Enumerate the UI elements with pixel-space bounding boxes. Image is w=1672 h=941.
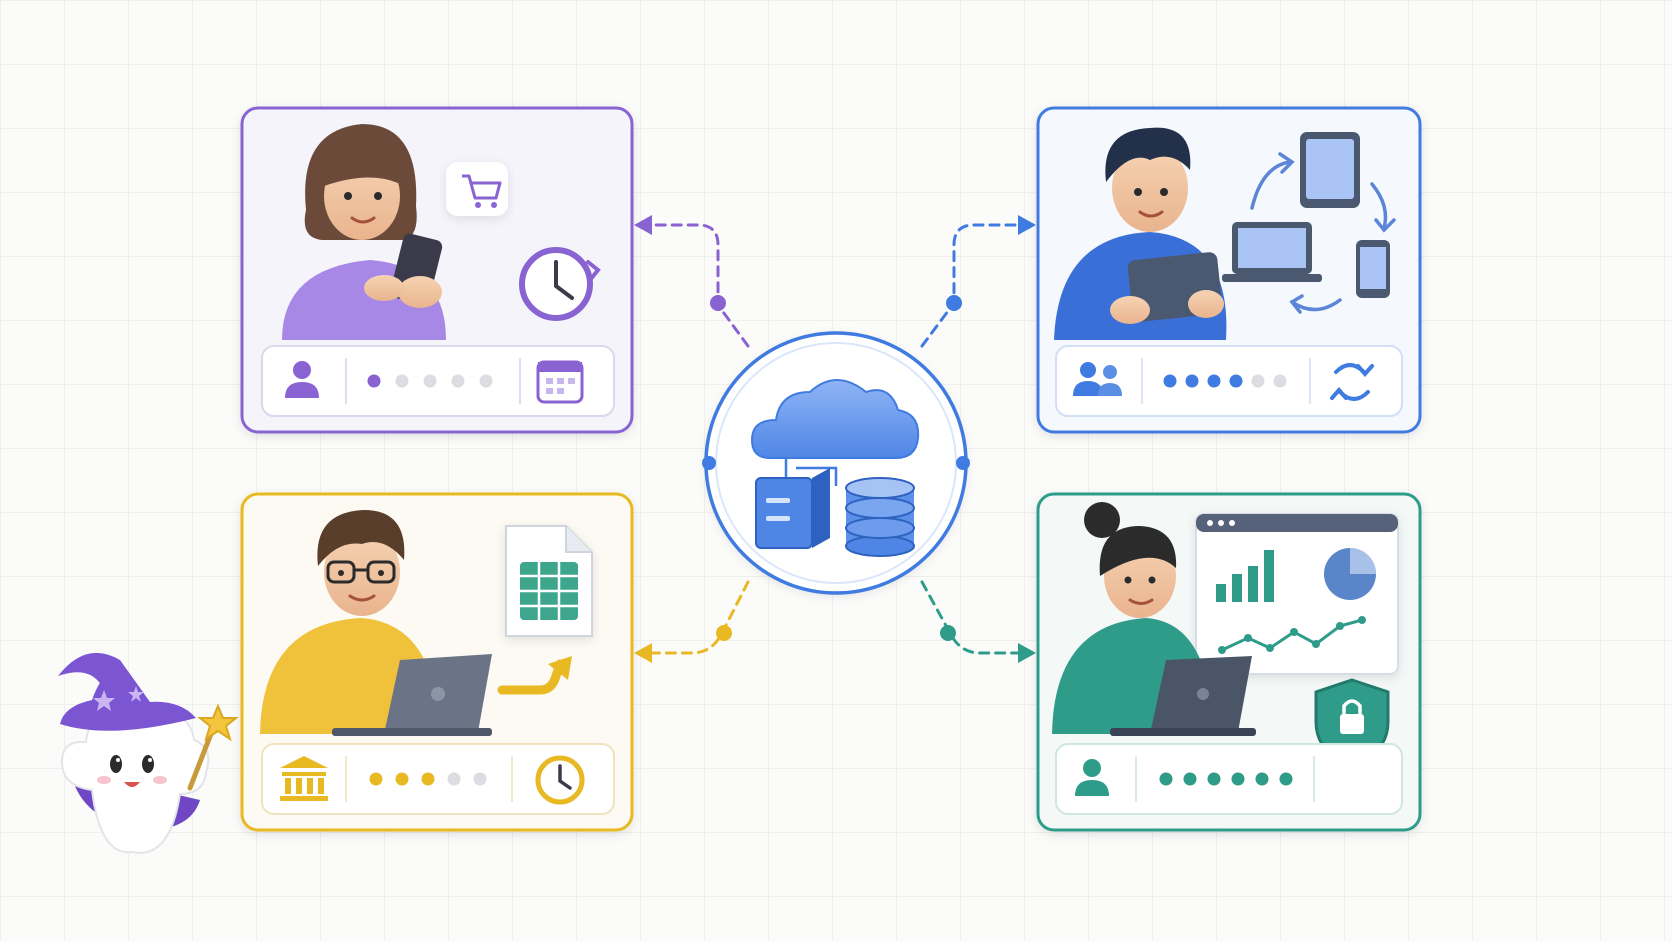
progress-dot — [395, 772, 409, 786]
progress-dot — [395, 374, 409, 388]
database-icon — [845, 477, 915, 557]
card-analytics — [1036, 492, 1422, 832]
progress-dot — [1159, 772, 1173, 786]
progress-dots — [1163, 374, 1287, 388]
users-icon — [1073, 362, 1122, 396]
connector-finance — [634, 580, 750, 663]
person-woman-bun-avatar — [1052, 502, 1256, 736]
sync-icon — [1330, 363, 1374, 401]
progress-dots — [1159, 772, 1293, 786]
bank-icon — [280, 756, 328, 801]
progress-dot — [1251, 374, 1265, 388]
progress-dot — [421, 772, 435, 786]
person-woman-avatar — [282, 124, 446, 340]
progress-dot — [447, 772, 461, 786]
progress-dot — [1279, 772, 1293, 786]
star-wand-icon — [197, 703, 239, 742]
pie-chart-icon — [1324, 548, 1376, 600]
progress-dot — [367, 374, 381, 388]
shopping-cart-icon — [446, 162, 508, 216]
bar-chart-icon — [1216, 550, 1274, 602]
progress-dot — [1231, 772, 1245, 786]
connector-shopper — [634, 215, 750, 348]
arrow-head-icon — [634, 215, 652, 235]
person-man-glasses-avatar — [260, 510, 492, 736]
arrow-icon — [497, 656, 572, 695]
user-icon — [1075, 759, 1109, 796]
laptop-icon — [1222, 222, 1322, 282]
cloud-icon — [750, 379, 920, 459]
progress-dot — [1229, 374, 1243, 388]
progress-dot — [451, 374, 465, 388]
card-finance — [240, 492, 634, 832]
progress-dot — [1207, 374, 1221, 388]
person-man-avatar — [1054, 127, 1227, 340]
progress-dot — [1183, 772, 1197, 786]
dashboard-icon — [1195, 513, 1399, 675]
wizard-cloud-mascot — [58, 652, 239, 854]
arrow-head-icon — [1018, 643, 1036, 663]
line-chart-icon — [1218, 616, 1366, 654]
cycle-arrows-icon — [1250, 152, 1396, 314]
calendar-icon — [536, 360, 584, 404]
connector-sync — [920, 215, 1036, 348]
progress-dot — [1273, 374, 1287, 388]
central-hub — [702, 331, 970, 595]
progress-dots — [367, 374, 493, 388]
arrow-head-icon — [1018, 215, 1036, 235]
progress-dot — [479, 374, 493, 388]
spreadsheet-icon — [505, 525, 593, 637]
progress-dot — [473, 772, 487, 786]
tablet-icon — [1300, 132, 1360, 208]
progress-dot — [369, 772, 383, 786]
arrow-head-icon — [634, 643, 652, 663]
progress-dot — [1185, 374, 1199, 388]
progress-dot — [423, 374, 437, 388]
clock-icon — [535, 755, 585, 805]
card-sync — [1036, 106, 1422, 434]
server-icon — [755, 458, 838, 549]
progress-dot — [1255, 772, 1269, 786]
progress-dot — [1207, 772, 1221, 786]
clock-icon — [519, 247, 601, 321]
connector-analytics — [920, 580, 1036, 663]
progress-dots — [369, 772, 487, 786]
progress-dot — [1163, 374, 1177, 388]
phone-icon — [1356, 240, 1390, 298]
card-shopper — [240, 106, 634, 434]
user-icon — [285, 361, 319, 398]
